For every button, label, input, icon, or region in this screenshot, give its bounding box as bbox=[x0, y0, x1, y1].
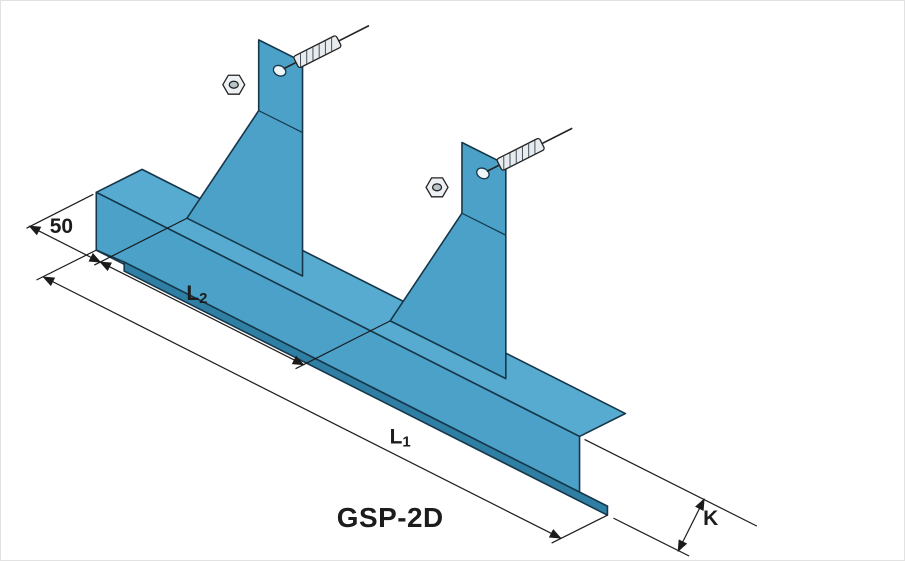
dim-line-height-k bbox=[677, 498, 705, 553]
bracket-2-bend-line bbox=[461, 212, 507, 236]
length-l1-label-sub: 1 bbox=[402, 433, 410, 450]
length-l1-label-base: L bbox=[390, 425, 403, 448]
rod-1-shaft-outer bbox=[338, 24, 370, 42]
rod-2-shaft-inner bbox=[486, 164, 500, 173]
rod-2-thread-hatch bbox=[503, 140, 536, 170]
hex-nut-1 bbox=[222, 74, 246, 95]
end-offset-label: 50 bbox=[50, 215, 73, 238]
bracket-2-hole bbox=[476, 167, 490, 180]
threaded-rod-1 bbox=[283, 24, 370, 70]
bracket-1-bend-line bbox=[258, 110, 303, 134]
ext-line-left-end bbox=[26, 193, 94, 229]
ext-line-height-top bbox=[584, 438, 758, 527]
height-k-label: K bbox=[703, 507, 718, 530]
hex-nut-1-bore bbox=[228, 80, 239, 89]
rod-2-shaft-outer bbox=[541, 127, 573, 145]
front-face bbox=[95, 191, 581, 496]
hex-nut-2 bbox=[425, 177, 449, 198]
ext-line-length-right bbox=[551, 514, 608, 544]
spacing-l2-label-base: L bbox=[186, 282, 199, 305]
flange-top-surface bbox=[95, 168, 627, 438]
dim-line-end-offset bbox=[28, 225, 102, 263]
dim-line-length-l1 bbox=[42, 276, 562, 539]
dimension-lines bbox=[26, 193, 758, 557]
edge-profile bbox=[95, 168, 627, 516]
bracket-1-hole bbox=[272, 64, 287, 77]
ext-line-height-bottom bbox=[613, 517, 690, 557]
rod-1-thread-hatch bbox=[299, 37, 333, 67]
ext-line-length-left bbox=[36, 249, 97, 281]
hex-nut-2-bore bbox=[431, 183, 443, 192]
product-title: GSP-2D bbox=[337, 502, 444, 533]
spacing-l2-label-sub: 2 bbox=[199, 290, 207, 307]
length-l1-label: L1 bbox=[390, 425, 411, 450]
rod-1-shaft-inner bbox=[283, 61, 297, 70]
spacing-l2-label: L2 bbox=[186, 282, 207, 307]
threaded-rod-2 bbox=[486, 127, 573, 173]
ext-line-bracket-1 bbox=[94, 217, 188, 266]
